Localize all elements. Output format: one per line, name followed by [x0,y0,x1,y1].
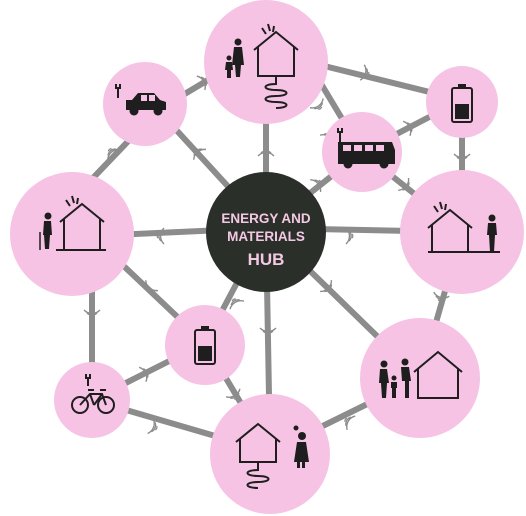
mother-child-icon [293,425,309,468]
charging-plug-icon [85,374,91,386]
family-silhouette-icon [225,38,244,78]
hub-node: ENERGY AND MATERIALS HUB [206,172,326,292]
charging-plug-icon [337,128,343,142]
node-house-family-bottom-right [360,318,480,438]
house-mother-child-geothermal-icon [235,422,281,489]
charging-plug-icon [115,84,121,98]
house-person-solar-icon [427,201,500,253]
hub-title-line-2: MATERIALS [227,229,305,244]
electric-car-icon [126,93,166,116]
hub-title-line-1: ENERGY AND [221,211,311,226]
node-battery-center [165,305,245,385]
electric-bus-icon [338,142,395,169]
node-house-family-top [204,0,328,124]
house-family-icon [413,350,463,399]
battery-icon [451,84,473,123]
node-house-mother-bottom [210,394,330,514]
house-family-geothermal-icon [253,23,299,109]
person-icon [487,214,497,252]
hub-title-line-3: HUB [248,250,285,269]
family-silhouette-icon [379,358,411,398]
node-bus [322,112,402,192]
elderly-person-icon [39,212,52,250]
electric-bicycle-icon [71,389,115,414]
node-house-person-right [400,170,524,294]
house-elderly-solar-icon [56,195,106,251]
node-bicycle [54,362,130,438]
node-battery-top-right [426,66,498,138]
node-car [103,62,187,146]
battery-icon [194,326,216,365]
node-house-elderly-left [10,172,134,296]
